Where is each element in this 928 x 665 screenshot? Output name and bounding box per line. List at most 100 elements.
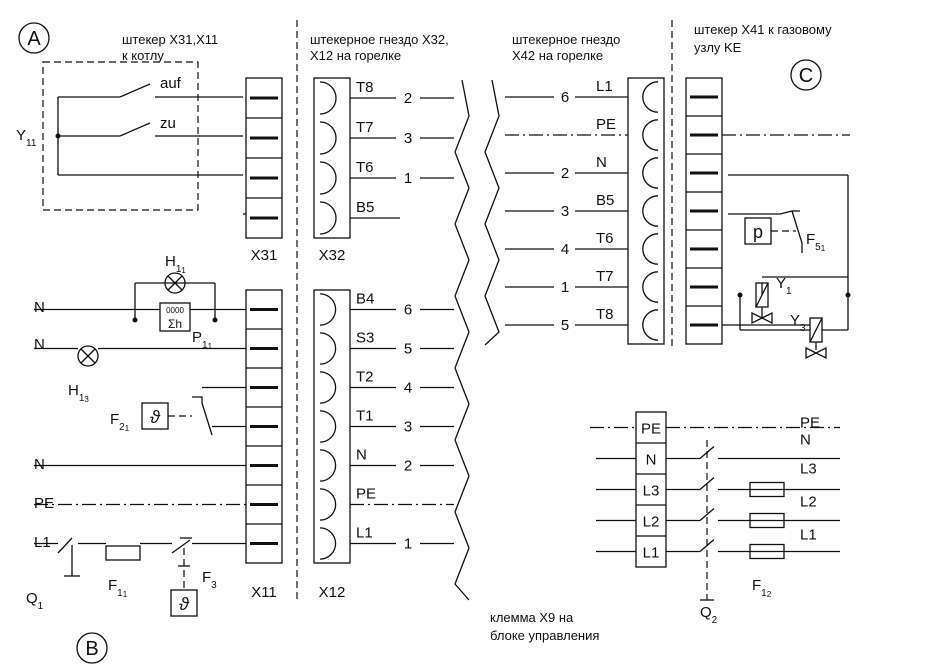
fuse-f11-icon	[105, 545, 141, 561]
x42-pin-label: B5	[596, 192, 614, 209]
socket-x32	[313, 77, 351, 239]
socket-contact	[319, 121, 337, 155]
svg-text:F12: F12	[752, 577, 772, 599]
socket-contact	[319, 81, 337, 115]
x12-wire-number: 6	[404, 302, 412, 319]
x42-wire-number: 1	[561, 279, 569, 296]
svg-text:к котлу: к котлу	[122, 48, 164, 63]
header-terminal-x9: клемма X9 на блоке управления	[490, 610, 599, 643]
socket-contact	[319, 293, 337, 326]
connector-x11-label: X11	[251, 584, 277, 601]
svg-text:L1: L1	[34, 534, 51, 551]
q2-contact	[699, 508, 715, 521]
y11-label: Y11	[16, 127, 37, 149]
socket-contact	[319, 488, 337, 521]
x32-pin-label: T6	[356, 159, 374, 176]
switch-zu-label: zu	[160, 115, 176, 132]
svg-text:Y1: Y1	[776, 275, 792, 297]
x12-wire-number: 4	[404, 380, 412, 397]
x42-wire-number: 4	[561, 241, 569, 258]
plug-x11	[245, 289, 283, 564]
x32-wire-number: 2	[404, 90, 412, 107]
svg-text:клемма X9 на: клемма X9 на	[490, 610, 574, 625]
socket-contact	[319, 371, 337, 404]
x42-pin-label: L1	[596, 78, 613, 95]
break-right	[484, 79, 500, 346]
socket-contact	[642, 309, 659, 341]
svg-text:A: A	[27, 28, 41, 50]
x9-line-label: L3	[800, 461, 817, 478]
svg-text:F21: F21	[110, 411, 130, 433]
svg-text:узлу KE: узлу KE	[694, 40, 742, 55]
socket-contact	[319, 449, 337, 482]
x9-terminal-label: PE	[641, 421, 661, 438]
connector-x31-label: X31	[251, 247, 278, 264]
fuse-f12-icon	[749, 481, 785, 498]
x12-pin-label: PE	[356, 486, 376, 503]
header-socket-x42: штекерное гнездо X42 на горелке	[512, 32, 620, 63]
x42-wire-number: 5	[561, 317, 569, 334]
x32-pin-label: B5	[356, 199, 374, 216]
svg-text:штекерное гнездо: штекерное гнездо	[512, 32, 620, 47]
svg-text:ϑ: ϑ	[150, 407, 161, 427]
x9-terminal-label: L1	[643, 545, 660, 562]
x32-pin-label: T7	[356, 119, 374, 136]
x12-wire-number: 2	[404, 458, 412, 475]
y11-actuator: auf zu Y11	[16, 61, 243, 211]
x9-line-label: L1	[800, 527, 817, 544]
header-plug-x31-x11: штекер X31,X11 к котлу	[122, 32, 218, 63]
x9-line-label: N	[800, 432, 811, 449]
connector-x12-label: X12	[319, 584, 346, 601]
x12-pin-label: L1	[356, 525, 373, 542]
fuse-f12-icon	[749, 512, 785, 529]
svg-text:F3: F3	[202, 569, 217, 591]
x12-pin-label: S3	[356, 330, 374, 347]
socket-contact	[642, 195, 659, 227]
svg-text:Σh: Σh	[168, 317, 182, 331]
x9-terminal-label: L2	[643, 514, 660, 531]
svg-text:штекерное гнездо X32,: штекерное гнездо X32,	[310, 32, 449, 47]
x9-line-label: L2	[800, 494, 817, 511]
svg-text:N: N	[34, 299, 45, 316]
marker-c: C	[790, 59, 822, 91]
svg-text:H13: H13	[68, 382, 89, 404]
socket-x42	[627, 77, 665, 345]
svg-text:F11: F11	[108, 577, 128, 599]
x42-wire-number: 3	[561, 203, 569, 220]
svg-text:штекер X41 к газовому: штекер X41 к газовому	[694, 22, 832, 37]
x42-wire-number: 6	[561, 89, 569, 106]
x12-pin-label: N	[356, 447, 367, 464]
stb-f3-icon	[170, 589, 198, 617]
x42-pin-label: T6	[596, 230, 614, 247]
lamp-h11-icon	[164, 272, 186, 294]
x42-pin-label: T8	[596, 306, 614, 323]
marker-b: B	[76, 632, 108, 664]
svg-text:F51: F51	[806, 231, 826, 253]
separator-lines	[296, 20, 673, 600]
x42-pin-label: T7	[596, 268, 614, 285]
svg-text:штекер X31,X11: штекер X31,X11	[122, 32, 218, 47]
x42-pin-label: PE	[596, 116, 616, 133]
x12-pin-label: B4	[356, 291, 374, 308]
svg-text:ϑ: ϑ	[179, 594, 190, 614]
left-line-labels: N N N PE L1	[34, 299, 54, 551]
x32-pin-label: T8	[356, 79, 374, 96]
svg-text:C: C	[799, 65, 813, 87]
fuse-f12-icon	[749, 543, 785, 560]
plug-x41	[685, 77, 723, 345]
header-socket-x32-x12: штекерное гнездо X32, X12 на горелке	[310, 32, 449, 63]
socket-contact	[319, 332, 337, 365]
svg-text:p: p	[753, 222, 763, 242]
svg-text:PE: PE	[34, 495, 54, 512]
x12-wire-number: 5	[404, 341, 412, 358]
socket-x12	[313, 289, 351, 564]
break-left	[454, 79, 470, 601]
socket-contact	[642, 233, 659, 265]
x12-pin-label: T1	[356, 408, 374, 425]
x9-terminal-label: N	[646, 452, 657, 469]
svg-text:0000: 0000	[166, 306, 184, 315]
connector-x32-label: X32	[319, 247, 346, 264]
x9-line-label: PE	[800, 415, 820, 432]
